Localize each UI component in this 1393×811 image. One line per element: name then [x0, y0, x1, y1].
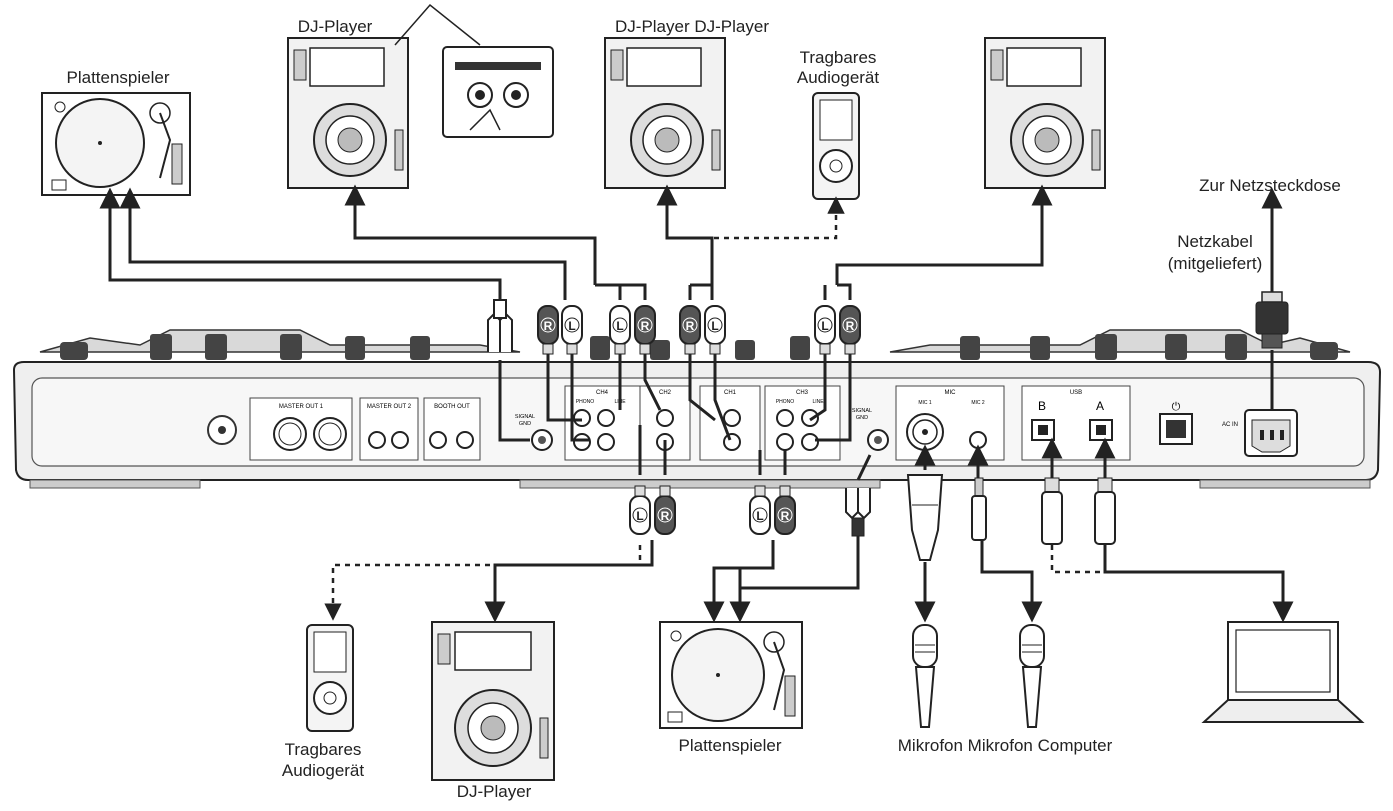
label-plattenspieler-top: Plattenspieler	[66, 68, 170, 87]
cdj-bottom	[431, 621, 555, 781]
ground-fork-top	[487, 299, 513, 352]
plug-letter-bottom-3: R	[781, 509, 790, 523]
label-mic: MIC	[945, 390, 957, 396]
plug-letter-top-1: L	[568, 319, 575, 333]
svg-text:⏻: ⏻	[1172, 401, 1181, 413]
label-tragbares-top-1: Tragbares	[799, 48, 877, 67]
microphone-1	[912, 624, 938, 728]
label-master-out-2: MASTER OUT 2	[367, 404, 412, 410]
xlr-plug	[906, 474, 944, 561]
plug-letter-bottom-2: L	[756, 509, 763, 523]
rca-plug-top-5: L	[704, 305, 726, 355]
rca-plug-bottom-2: L	[749, 485, 771, 535]
label-gnd-left: GND	[519, 421, 531, 427]
label-ac-in: AC IN	[1222, 422, 1238, 428]
label-dj-player-bottom: DJ-Player	[456, 782, 532, 801]
ground-fork-bottom	[845, 488, 871, 537]
label-booth-out: BOOTH OUT	[434, 404, 470, 410]
label-mic2: MIC 2	[971, 400, 985, 406]
label-ch3: CH3	[796, 390, 809, 396]
label-ch3-line: LINE	[812, 399, 824, 405]
rca-plug-top-2: L	[609, 305, 631, 355]
cdj-top-right	[984, 37, 1106, 189]
label-tragbares-bottom-1: Tragbares	[284, 740, 362, 759]
label-tragbares-top-2: Audiogerät	[796, 68, 880, 87]
plug-letter-top-0: R	[544, 319, 553, 333]
rca-plug-top-4: R	[679, 305, 701, 355]
plug-letter-top-4: R	[686, 319, 695, 333]
label-usb-a: A	[1096, 399, 1104, 413]
cdj-top-middle	[604, 37, 726, 189]
label-netzkabel-1: Netzkabel	[1177, 232, 1253, 251]
usb-plugs	[1041, 477, 1116, 545]
label-signal-left: SIGNAL	[515, 414, 535, 420]
microphone-2	[1019, 624, 1045, 728]
turntable-top	[41, 92, 191, 196]
label-ch4: CH4	[596, 390, 609, 396]
plug-letter-top-5: L	[711, 319, 718, 333]
cdj-top-left	[287, 37, 409, 189]
label-signal-right: SIGNAL	[852, 408, 872, 414]
power-plug	[1255, 291, 1289, 349]
label-ch1: CH1	[724, 390, 737, 396]
label-dj-player-pair-top: DJ-Player DJ-Player	[615, 17, 769, 36]
plug-letter-top-3: R	[641, 319, 650, 333]
plug-letter-bottom-1: R	[661, 509, 670, 523]
rca-plug-bottom-0: L	[629, 485, 651, 535]
label-plattenspieler-bottom: Plattenspieler	[678, 736, 782, 755]
rca-plug-bottom-3: R	[774, 485, 796, 535]
rca-plug-top-6: L	[814, 305, 836, 355]
portable-audio-top	[812, 92, 860, 200]
label-usb-b: B	[1038, 399, 1046, 413]
label-gnd-right: GND	[856, 415, 868, 421]
top-cables	[99, 184, 1283, 442]
label-mic1: MIC 1	[918, 400, 932, 406]
label-dj-player-top-left: DJ-Player	[297, 17, 373, 36]
dashed-cables-bottom	[324, 545, 1105, 621]
controller-body: MASTER OUT 1 MASTER OUT 2 BOOTH OUT SIGN…	[12, 329, 1382, 489]
portable-audio-bottom	[306, 624, 354, 732]
rca-plug-top-1: L	[561, 305, 583, 355]
label-ch4-phono: PHONO	[576, 399, 594, 405]
jack-plug	[971, 477, 987, 541]
laptop	[1201, 621, 1365, 723]
label-ch2: CH2	[659, 390, 672, 396]
rca-plug-top-0: R	[537, 305, 559, 355]
label-tragbares-bottom-2: Audiogerät	[281, 761, 365, 780]
label-netzsteckdose: Zur Netzsteckdose	[1199, 176, 1341, 195]
turntable-bottom	[659, 621, 803, 729]
label-netzkabel-2: (mitgeliefert)	[1167, 254, 1263, 273]
bottom-cables	[484, 425, 1294, 623]
rca-plug-bottom-1: R	[654, 485, 676, 535]
zoom-callout	[394, 3, 554, 138]
label-master-out-1: MASTER OUT 1	[279, 404, 324, 410]
label-ch3-phono: PHONO	[776, 399, 794, 405]
label-mic-computer-row: Mikrofon Mikrofon Computer	[897, 736, 1113, 755]
rca-plug-top-3: R	[634, 305, 656, 355]
plug-letter-bottom-0: L	[636, 509, 643, 523]
label-usb: USB	[1070, 390, 1082, 396]
plug-letter-top-6: L	[821, 319, 828, 333]
plug-letter-top-2: L	[616, 319, 623, 333]
rca-plug-top-7: R	[839, 305, 861, 355]
plug-letter-top-7: R	[846, 319, 855, 333]
